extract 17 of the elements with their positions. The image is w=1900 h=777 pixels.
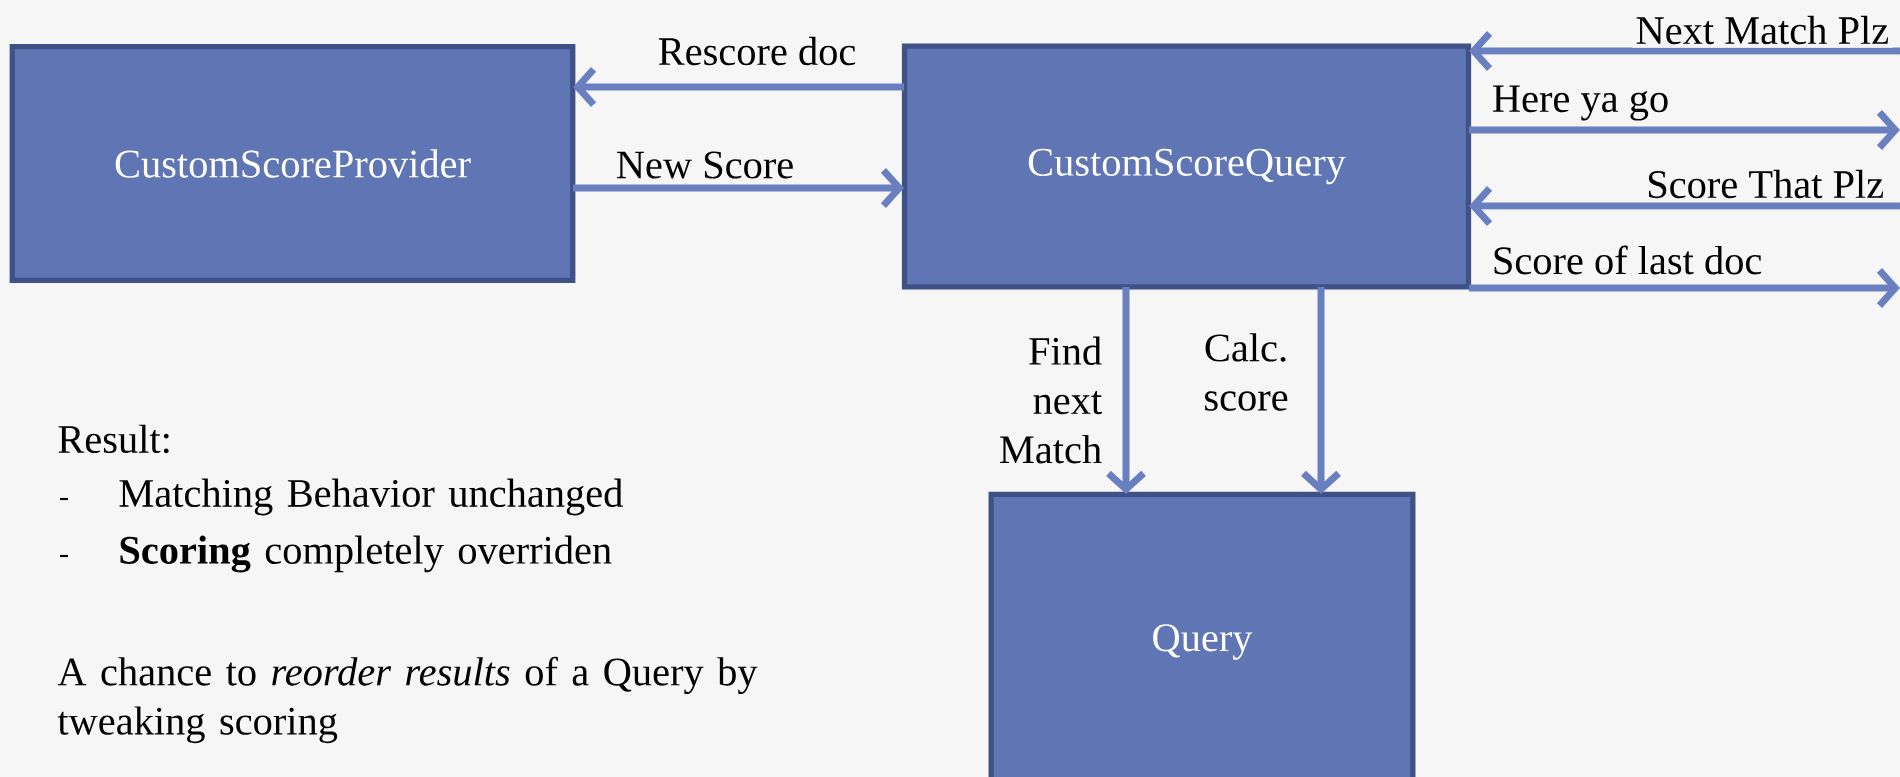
class-box: CustomScoreProvider	[9, 44, 576, 283]
edge-label: Calc. score	[1177, 329, 1315, 415]
edge-label: Score of last doc	[1488, 242, 1766, 278]
class-box: CustomScoreQuery	[901, 43, 1472, 290]
class-box: Query	[988, 491, 1416, 777]
edge-label: New Score	[612, 147, 798, 183]
edge-label: Here ya go	[1488, 81, 1673, 125]
arrow	[1469, 31, 1900, 71]
note-text: Matching Behavior unchanged	[119, 478, 623, 516]
edge-label: Score That Plz	[1642, 166, 1888, 202]
note-text: A chance to reorder results of a Query by tweaking scoring	[57, 656, 758, 744]
note-text: Scoring completely overriden	[120, 535, 612, 573]
note-text: Result:	[58, 424, 169, 454]
arrow	[1469, 186, 1900, 226]
edge-label: Find next Match	[968, 333, 1106, 467]
edge-label: Rescore doc	[654, 33, 860, 69]
edge-label: Next Match Plz	[1632, 12, 1893, 48]
